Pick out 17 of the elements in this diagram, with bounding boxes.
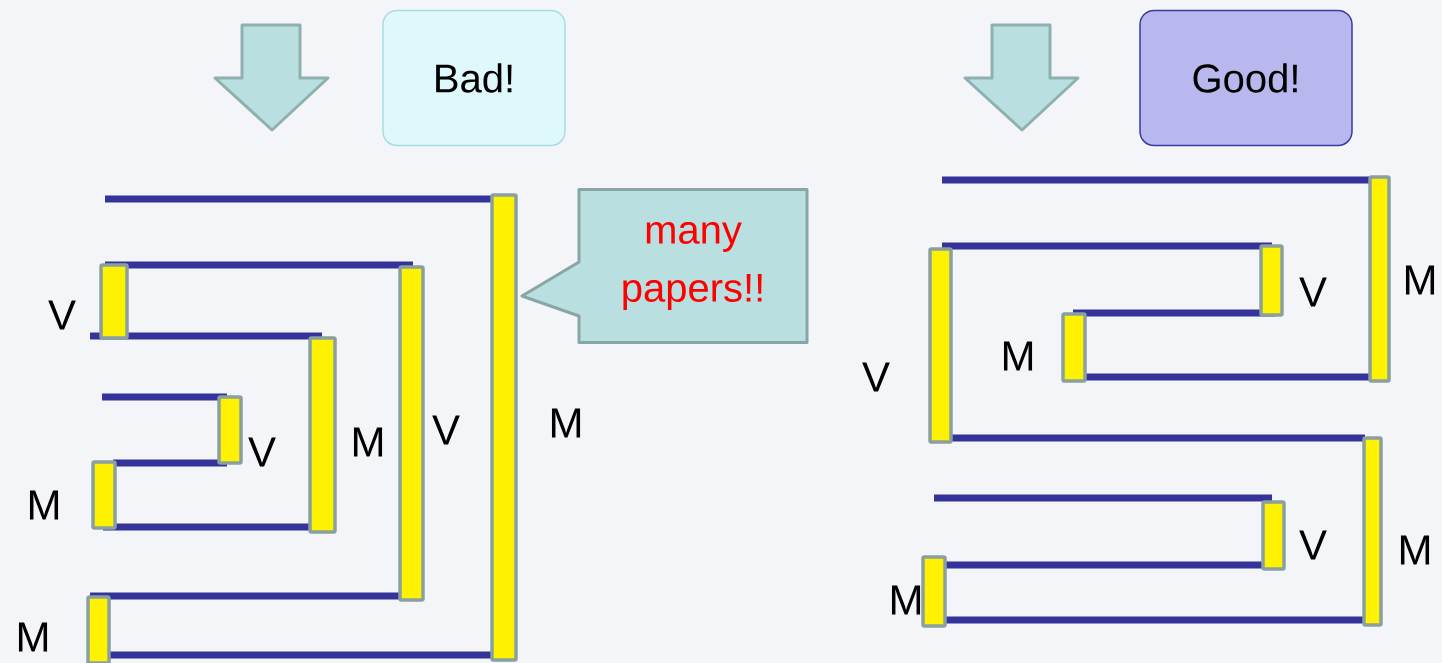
layer-label: M — [891, 585, 921, 615]
label-box: Good! — [1139, 9, 1353, 147]
layer-label: V — [1299, 277, 1327, 307]
layer-label: V — [432, 415, 460, 445]
layer-label: V — [862, 362, 890, 392]
layer-label: M — [18, 622, 48, 652]
layer-label: V — [248, 437, 276, 467]
layer-label: V — [48, 300, 76, 330]
layer-label: V — [1299, 530, 1327, 560]
label-box: Bad! — [382, 9, 566, 147]
speech-bubble: many papers!! — [520, 188, 809, 344]
layer-label: M — [29, 490, 59, 520]
layer-label: M — [1003, 341, 1033, 371]
layer-label: M — [551, 408, 581, 438]
layer-label: M — [353, 427, 383, 457]
layer-label: M — [1405, 265, 1435, 295]
layer-label: M — [1400, 535, 1430, 565]
